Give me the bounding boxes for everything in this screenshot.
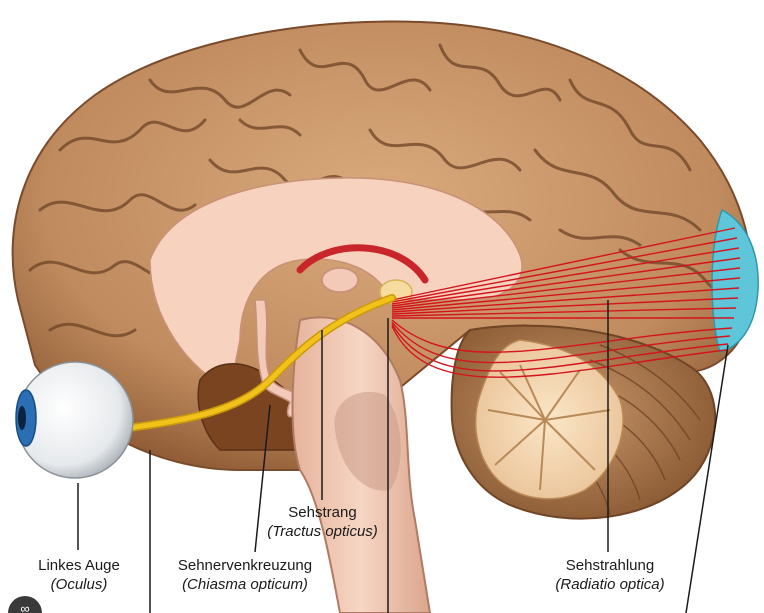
label-linkes-auge-name: Linkes Auge [38,557,120,574]
thalamus [321,267,359,293]
label-sehstrang: Sehstrang (Tractus opticus) [255,503,390,541]
optic-nerve-highlight [125,295,395,431]
label-sehstrang-name: Sehstrang [288,504,357,521]
label-sehnervenkreuzung-latin: (Chiasma opticum) [182,576,308,593]
label-sehnervenkreuzung: Sehnervenkreuzung (Chiasma opticum) [165,556,325,594]
pointer-lines [77,300,729,613]
pupil [18,406,26,430]
cortex-gyri [28,43,747,338]
pons [334,391,401,491]
label-sehstrahlung: Sehstrahlung (Radiatio optica) [540,556,680,594]
optic-radiation [391,227,741,378]
label-linkes-auge: Linkes Auge (Oculus) [20,556,138,594]
label-sehstrahlung-latin: (Radiatio optica) [555,576,665,593]
label-sehnervenkreuzung-name: Sehnervenkreuzung [177,557,313,574]
label-sehstrang-latin: (Tractus opticus) [267,523,378,540]
label-sehstrahlung-name: Sehstrahlung [565,557,655,574]
fornix [296,244,429,284]
arbor-branches [487,364,611,491]
label-linkes-auge-latin: (Oculus) [50,576,108,593]
link-icon[interactable]: ∞ [8,596,42,613]
